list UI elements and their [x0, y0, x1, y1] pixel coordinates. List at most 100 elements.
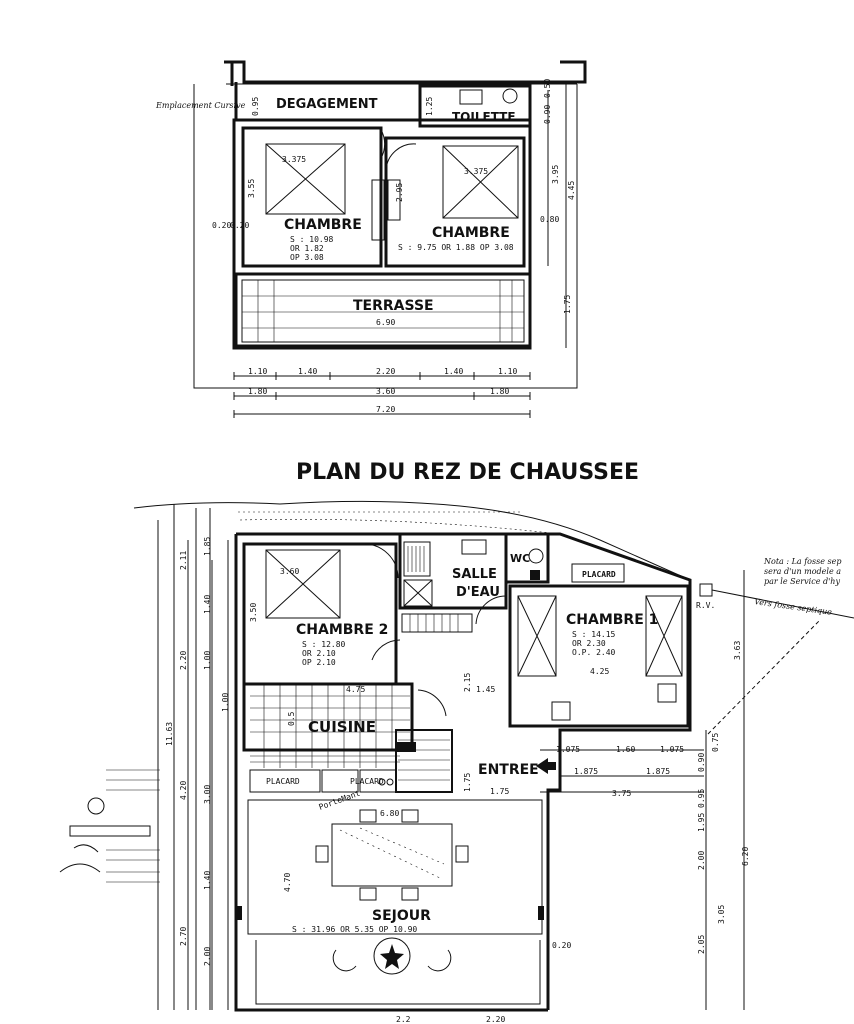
- gf-dim-right-1: 3.63: [733, 641, 742, 660]
- gf-dim-left-3: 2.20: [179, 651, 188, 670]
- gf-dim-inner-3: 1.75: [463, 773, 472, 792]
- gf-dim-left-7: 3.00: [203, 785, 212, 804]
- room-label-cuisine: CUISINE: [308, 718, 376, 736]
- gf-dim-right-10: 0.20: [552, 941, 571, 950]
- chambre1-stat-or: OR 2.30: [572, 639, 606, 648]
- ground-floor-plan: [59, 500, 854, 1012]
- gf-dim-inner-1: 1.45: [476, 685, 495, 694]
- gf-dim-left-2: 1.85: [203, 537, 212, 556]
- upper-side-dim-10: 2.95: [395, 183, 404, 202]
- upper-side-dim-3: 0.20: [230, 221, 249, 230]
- room-label-chambre1: CHAMBRE 1: [566, 612, 658, 628]
- gf-dim-left-10: 2.00: [203, 947, 212, 966]
- rv-label: R.V.: [696, 601, 715, 610]
- room-label-chambre-right: CHAMBRE: [432, 225, 510, 241]
- upper-side-dim-7: 1.75: [563, 295, 572, 314]
- chambre2-stat-s: S : 12.80: [302, 640, 346, 649]
- upper-side-dim-11: 0.50: [543, 79, 552, 98]
- room-label-salle: SALLE: [452, 567, 497, 582]
- upper-floor-plan: [193, 60, 587, 418]
- room-label-terrasse: TERRASSE: [353, 298, 434, 314]
- upper-side-dim-4: 3.95: [551, 165, 560, 184]
- gf-dim-inner-9: 1.875: [574, 767, 598, 776]
- upper-side-dim-9: 0.20: [212, 221, 231, 230]
- upper-dim-5: 1.10: [498, 367, 517, 376]
- gf-dim-inner-10: 1.875: [646, 767, 670, 776]
- upper-dim-row2-1: 1.80: [248, 387, 267, 396]
- room-label-chambre2: CHAMBRE 2: [296, 622, 388, 638]
- upper-dim-total: 7.20: [376, 405, 395, 414]
- chambre-right-stats: S : 9.75 OR 1.88 OP 3.08: [398, 243, 514, 252]
- gf-dim-bottom-1: 2.2: [396, 1015, 411, 1024]
- upper-dim-row2-3: 1.80: [490, 387, 509, 396]
- chambre1-stat-op: O.P. 2.40: [572, 648, 616, 657]
- gf-dim-left-9: 2.70: [179, 927, 188, 946]
- room-label-wc: WC: [510, 552, 530, 565]
- upper-side-dim-6: 0.80: [540, 215, 559, 224]
- upper-side-dim-1: 0.95: [251, 97, 260, 116]
- room-label-sejour: SEJOUR: [372, 908, 431, 924]
- upper-dim-row2-2: 3.60: [376, 387, 395, 396]
- cuisine-tiles: [250, 684, 410, 768]
- cuisine-dim: 4.75: [346, 685, 365, 694]
- gf-dim-left-5: 1.00: [203, 651, 212, 670]
- room-label-deau: D'EAU: [456, 585, 500, 600]
- chambre2-stat-op: OP 2.10: [302, 658, 336, 667]
- chambre1-stat-s: S : 14.15: [572, 630, 616, 639]
- chambre-right-dim: 3.375: [464, 167, 488, 176]
- gf-dim-left-8: 1.40: [203, 871, 212, 890]
- gf-dim-inner-5: 3.75: [612, 789, 631, 798]
- gf-dim-inner-2: 2.15: [463, 673, 472, 692]
- upper-side-dim-5: 4.45: [567, 181, 576, 200]
- chambre-left-dim: 3.375: [282, 155, 306, 164]
- gf-dim-right-7: 6.20: [741, 847, 750, 866]
- fosse-septique-label: Vers fosse septique: [754, 597, 833, 617]
- gf-dim-inner-7: 1.60: [616, 745, 635, 754]
- chambre2-dim: 3.60: [280, 567, 299, 576]
- terrasse-dim: 6.90: [376, 318, 395, 327]
- upper-side-dim-12: 0.90: [543, 105, 552, 124]
- chambre-left-stat-or: OR 1.82: [290, 244, 324, 253]
- gf-dim-mid-4: 1.00: [221, 693, 230, 712]
- nota-line-2: sera d'un modele a: [764, 567, 841, 576]
- upper-side-dim-2: 1.25: [425, 97, 434, 116]
- gf-dim-inner-8: 1.075: [660, 745, 684, 754]
- room-label-chambre-left: CHAMBRE: [284, 217, 362, 233]
- upper-dim-2: 1.40: [298, 367, 317, 376]
- sejour-stats: S : 31.96 OR 5.35 OP 10.90: [292, 925, 417, 934]
- chambre-left-stat-s: S : 10.98: [290, 235, 334, 244]
- upper-side-dim-8: 3.55: [247, 179, 256, 198]
- gf-dim-right-4: 0.95: [697, 789, 706, 808]
- placard2-label: PLACARD: [350, 777, 384, 786]
- chambre2-stat-or: OR 2.10: [302, 649, 336, 658]
- gf-dim-right-5: 1.95: [697, 813, 706, 832]
- upper-dim-3: 2.20: [376, 367, 395, 376]
- gf-dim-mid-3: 4.70: [283, 873, 292, 892]
- upper-dim-1: 1.10: [248, 367, 267, 376]
- gf-dim-inner-4: 1.75: [490, 787, 509, 796]
- gf-dim-right-8: 3.05: [717, 905, 726, 924]
- nota-line-1: Nota : La fosse sep: [763, 557, 841, 566]
- gf-dim-mid-2: 0.5: [287, 711, 296, 726]
- gf-dim-right-3: 0.90: [697, 753, 706, 772]
- gf-dim-right-2: 0.75: [711, 733, 720, 752]
- gf-dim-bottom-2: 2.20: [486, 1015, 505, 1024]
- gf-dim-left-11: 11.63: [165, 722, 174, 746]
- gf-dim-inner-6: 1.075: [556, 745, 580, 754]
- nota-line-3: par le Service d'hy: [764, 577, 840, 586]
- chambre1-dim: 4.25: [590, 667, 609, 676]
- terrasse-tiles: [242, 280, 524, 342]
- room-label-toilette: TOILETTE: [452, 110, 516, 124]
- gf-dim-right-9: 2.05: [697, 935, 706, 954]
- gf-dim-mid-1: 3.50: [249, 603, 258, 622]
- room-label-entree: ENTREE: [478, 762, 539, 778]
- garden-shrubs: [59, 769, 160, 883]
- placard1-label: PLACARD: [266, 777, 300, 786]
- chambre-left-stat-op: OP 3.08: [290, 253, 324, 262]
- upper-dim-4: 1.40: [444, 367, 463, 376]
- gf-dim-left-6: 4.20: [179, 781, 188, 800]
- sejour-dim: 6.80: [380, 809, 399, 818]
- plan-title: PLAN DU REZ DE CHAUSSEE: [296, 460, 639, 485]
- emplacement-note: Emplacement Cursive: [155, 101, 246, 110]
